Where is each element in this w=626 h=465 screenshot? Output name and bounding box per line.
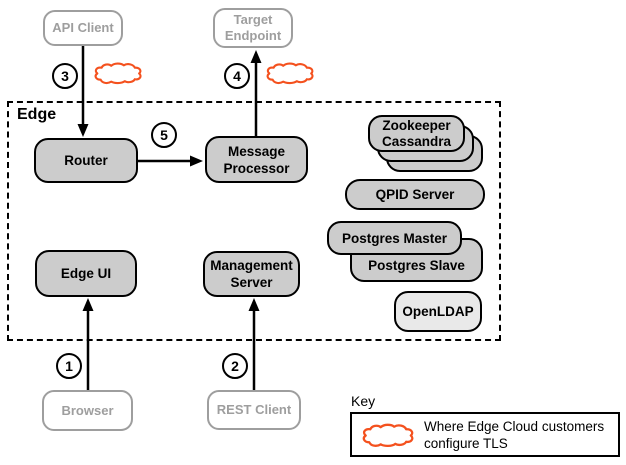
- node-message-processor-label-1: Message: [227, 143, 286, 159]
- edge-boundary: Edge: [7, 101, 501, 341]
- step-3-badge: 3: [52, 63, 78, 89]
- step-4-number: 4: [233, 68, 241, 84]
- node-router-label: Router: [64, 153, 108, 168]
- step-1-number: 1: [65, 358, 73, 374]
- node-target-endpoint: Target Endpoint: [213, 8, 293, 48]
- step-1-badge: 1: [56, 353, 82, 379]
- step-2-badge: 2: [222, 353, 248, 379]
- step-3-number: 3: [61, 68, 69, 84]
- node-management-server-label-2: Server: [230, 275, 273, 290]
- node-message-processor: Message Processor: [205, 136, 308, 183]
- node-target-endpoint-label-2: Endpoint: [224, 28, 282, 43]
- key-title: Key: [351, 393, 376, 409]
- node-target-endpoint-label-1: Target: [233, 12, 273, 27]
- node-rest-client-label: REST Client: [216, 402, 292, 417]
- key-description-line-2: configure TLS: [424, 435, 508, 451]
- node-api-client: API Client: [43, 10, 123, 46]
- step-2-number: 2: [231, 358, 239, 374]
- node-message-processor-label-2: Processor: [223, 160, 290, 176]
- step-4-badge: 4: [224, 63, 250, 89]
- step-5-badge: 5: [151, 122, 177, 148]
- node-edge-ui-label: Edge UI: [60, 266, 112, 281]
- node-zookeeper-cassandra: Zookeeper Cassandra: [368, 115, 465, 152]
- node-zookeeper-label: Zookeeper: [382, 117, 451, 133]
- key-description: Where Edge Cloud customers configure TLS: [424, 418, 604, 452]
- node-cassandra-label: Cassandra: [381, 133, 452, 149]
- node-browser-label: Browser: [61, 402, 114, 418]
- node-management-server-label-1: Management: [210, 258, 293, 273]
- arrowhead-mp-to-target: [250, 50, 262, 63]
- node-api-client-label: API Client: [52, 20, 114, 35]
- node-browser: Browser: [42, 390, 133, 431]
- node-rest-client: REST Client: [207, 390, 301, 430]
- node-edge-ui: Edge UI: [35, 250, 137, 297]
- step-5-number: 5: [160, 127, 168, 143]
- node-management-server: Management Server: [203, 251, 300, 297]
- node-qpid-server-label: QPID Server: [375, 187, 455, 202]
- node-openldap: OpenLDAP: [394, 291, 482, 332]
- edge-boundary-label: Edge: [17, 106, 57, 123]
- node-qpid-server: QPID Server: [345, 179, 485, 210]
- key-box: Where Edge Cloud customers configure TLS: [350, 412, 620, 457]
- key-description-line-1: Where Edge Cloud customers: [424, 418, 605, 434]
- node-router: Router: [34, 138, 138, 183]
- node-openldap-label: OpenLDAP: [402, 304, 474, 319]
- tls-cloud-icon: [266, 62, 314, 85]
- node-postgres-master: Postgres Master: [327, 221, 462, 255]
- tls-cloud-icon: [362, 423, 414, 447]
- node-postgres-slave-label: Postgres Slave: [368, 258, 465, 273]
- tls-cloud-icon: [94, 62, 142, 85]
- node-postgres-master-label: Postgres Master: [341, 230, 448, 246]
